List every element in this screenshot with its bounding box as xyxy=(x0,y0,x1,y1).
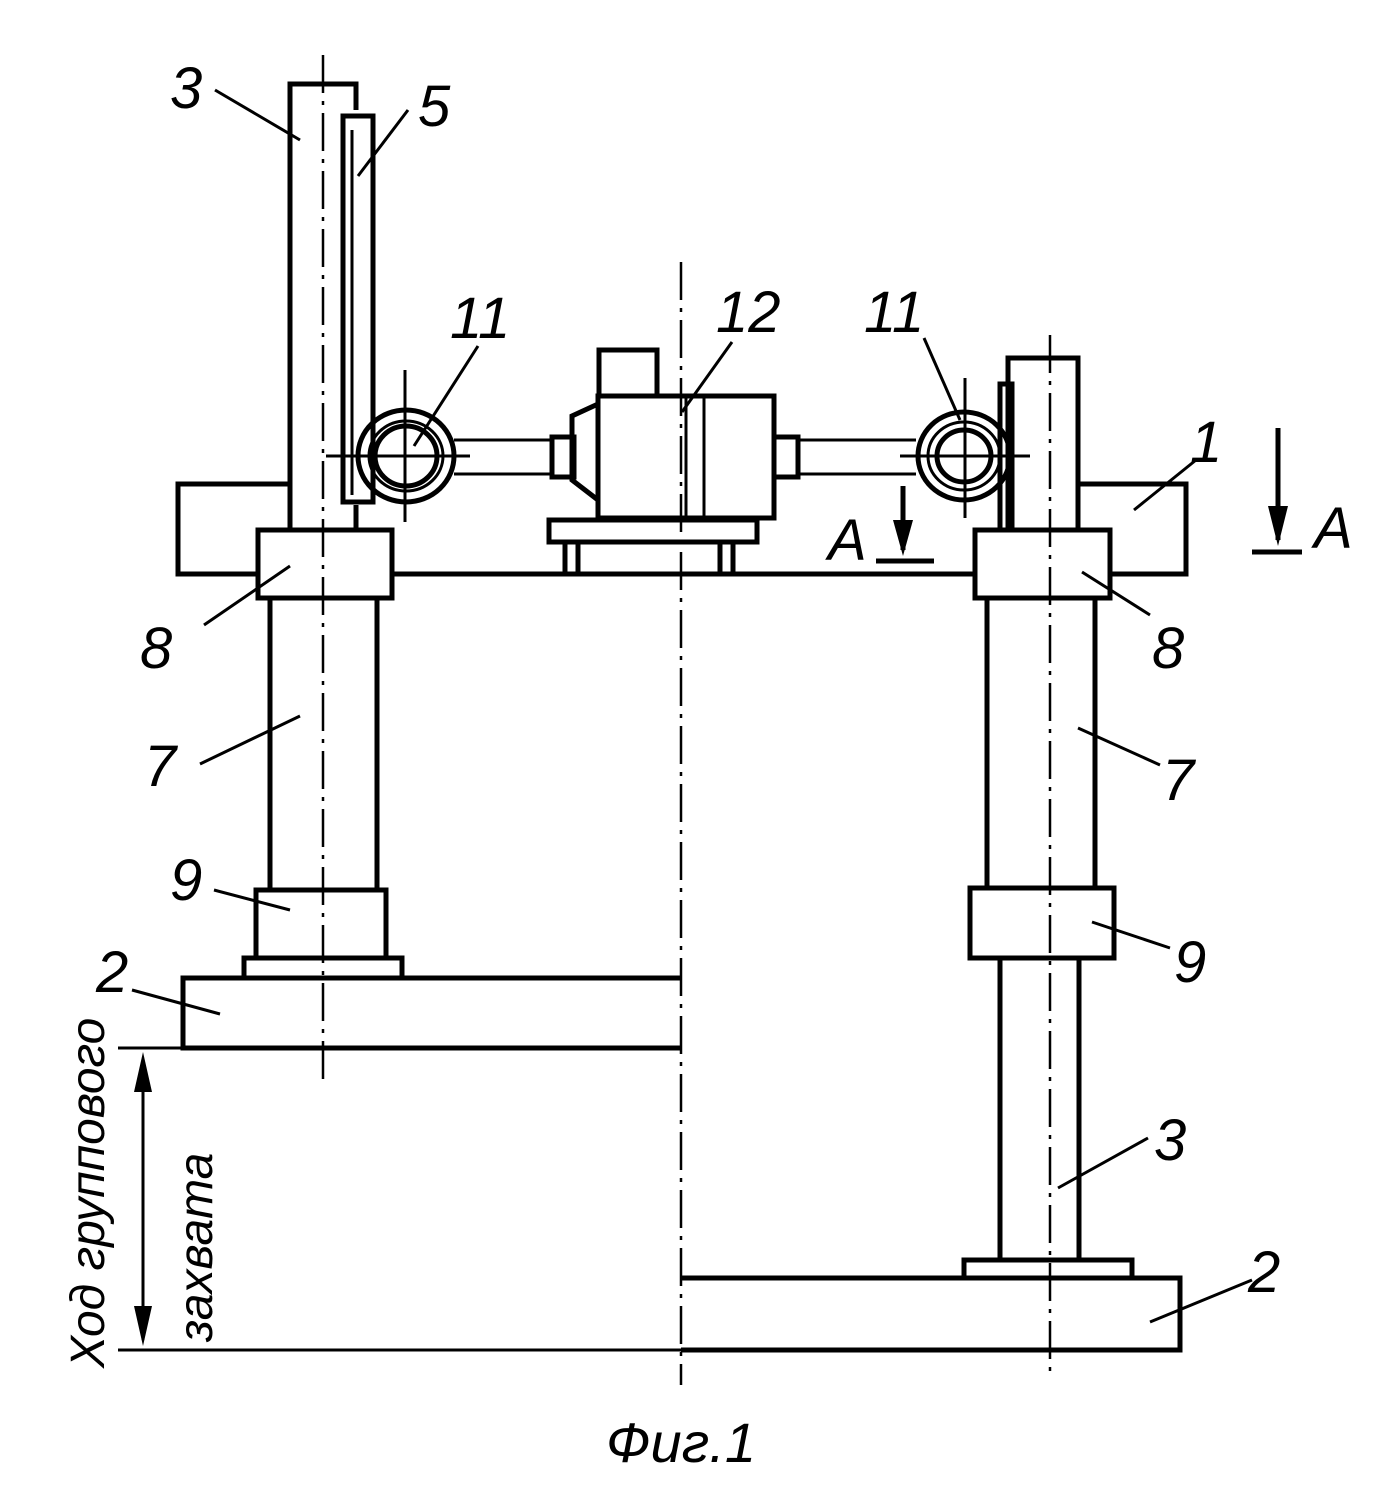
label-gear-left: 11 xyxy=(450,286,510,351)
label-bearing-bottom-left: 9 xyxy=(170,848,202,913)
sleeve-right xyxy=(987,598,1095,888)
label-motor: 12 xyxy=(716,280,781,345)
label-bearing-top-right: 8 xyxy=(1152,616,1184,681)
bearing-top-right xyxy=(975,530,1110,598)
motor xyxy=(549,350,798,572)
right-column-lower xyxy=(964,958,1132,1278)
label-section-right: A xyxy=(1311,496,1353,561)
label-rack: 5 xyxy=(418,74,451,139)
label-plate-left: 2 xyxy=(95,940,128,1005)
figure-caption: Фиг.1 xyxy=(606,1411,756,1474)
stroke-label-line2: захвата xyxy=(170,1153,223,1343)
right-column-upper xyxy=(1000,358,1078,530)
label-sleeve-left: 7 xyxy=(144,734,179,799)
label-frame: 1 xyxy=(1190,410,1222,475)
stroke-label-line1: Ход группового xyxy=(62,1018,115,1369)
label-section-mid: A xyxy=(825,508,867,573)
bearing-top-left xyxy=(258,530,392,598)
plate-right xyxy=(681,1278,1180,1350)
plate-left xyxy=(183,978,681,1048)
label-bearing-bottom-right: 9 xyxy=(1174,930,1206,995)
label-plate-right: 2 xyxy=(1247,1240,1280,1305)
leader-lines xyxy=(132,90,1252,1322)
label-sleeve-right: 7 xyxy=(1162,748,1197,813)
label-gear-right: 11 xyxy=(864,280,924,345)
label-column-left: 3 xyxy=(170,56,202,121)
center-lines xyxy=(323,55,1050,1385)
label-column-right: 3 xyxy=(1154,1108,1186,1173)
label-bearing-top-left: 8 xyxy=(140,616,172,681)
